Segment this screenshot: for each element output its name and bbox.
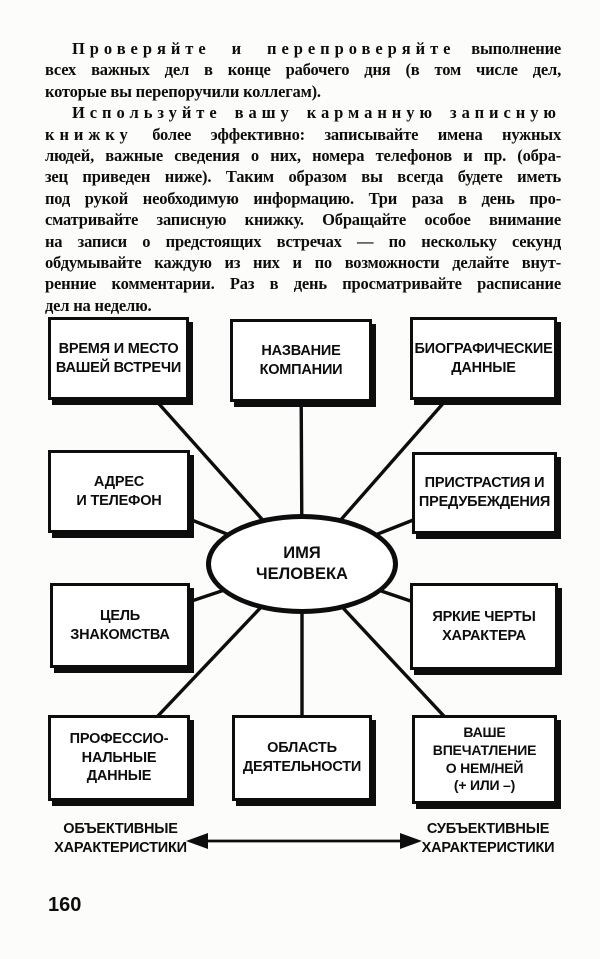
page-number: 160 — [48, 894, 82, 916]
text-segment: на записи о предстоящих встречах — по не… — [45, 231, 561, 251]
diagram-box-address-phone: АДРЕС И ТЕЛЕФОН — [48, 450, 190, 533]
text-line: Проверяйте и перепроверяйте выполнение — [45, 38, 561, 59]
text-segment: зец приведен ниже). Таким образом вы все… — [45, 167, 561, 187]
text-line: на записи о предстоящих встречах — по не… — [45, 231, 561, 252]
text-line: дел на неделю. — [45, 295, 561, 316]
diagram-box-company-name: НАЗВАНИЕ КОМПАНИИ — [230, 319, 372, 402]
emphasized-spaced-text: книжку — [45, 124, 133, 144]
text-segment: выполнение — [455, 39, 562, 58]
text-segment: которые вы перепоручили коллегам). — [45, 81, 321, 101]
text-segment: обдумывайте каждую из них и по возможнос… — [45, 253, 561, 273]
axis-arrow — [186, 833, 422, 849]
diagram-box-meeting-time-place: ВРЕМЯ И МЕСТО ВАШЕЙ ВСТРЕЧИ — [48, 317, 189, 400]
diagram-center-person-name: ИМЯ ЧЕЛОВЕКА — [206, 514, 398, 614]
diagram-box-biographical-data: БИОГРАФИЧЕСКИЕ ДАННЫЕ — [410, 317, 557, 400]
emphasized-spaced-text: Используйте вашу карманную записную — [72, 103, 561, 123]
text-line: сматривайте записную книжку. Обращайте о… — [45, 209, 561, 230]
text-segment: всех важных дел в конце рабочего дня (в … — [45, 60, 561, 80]
text-line: обдумывайте каждую из них и по возможнос… — [45, 252, 561, 273]
diagram-box-character-traits: ЯРКИЕ ЧЕРТЫ ХАРАКТЕРА — [410, 583, 558, 670]
diagram-box-activity-field: ОБЛАСТЬ ДЕЯТЕЛЬНОСТИ — [232, 715, 372, 801]
text-segment: под рукой необходимую информацию. Три ра… — [45, 188, 561, 208]
text-segment: сматривайте записную книжку. Обращайте о… — [45, 210, 561, 230]
text-line: людей, важные сведения о них, номера тел… — [45, 145, 561, 166]
axis-label-objective: ОБЪЕКТИВНЫЕ ХАРАКТЕРИСТИКИ — [54, 821, 187, 857]
text-segment: более эффективно: записывайте имена нужн… — [132, 124, 561, 144]
diagram-box-acquaintance-goal: ЦЕЛЬ ЗНАКОМСТВА — [50, 583, 190, 668]
diagram-box-professional-data: ПРОФЕССИО- НАЛЬНЫЕ ДАННЫЕ — [48, 715, 190, 801]
diagram-box-likes-prejudices: ПРИСТРАСТИЯ И ПРЕДУБЕЖДЕНИЯ — [412, 452, 557, 534]
text-line: под рукой необходимую информацию. Три ра… — [45, 188, 561, 209]
text-line: Используйте вашу карманную записную — [45, 102, 561, 123]
text-line: зец приведен ниже). Таким образом вы все… — [45, 166, 561, 187]
text-segment: ренние комментарии. Раз в день просматри… — [45, 274, 561, 294]
text-segment: людей, важные сведения о них, номера тел… — [45, 146, 561, 166]
diagram-box-your-impression: ВАШЕ ВПЕЧАТЛЕНИЕ О НЕМ/НЕЙ (+ ИЛИ –) — [412, 715, 557, 804]
emphasized-spaced-text: Проверяйте и перепроверяйте — [72, 39, 456, 58]
axis-label-subjective: СУБЪЕКТИВНЫЕ ХАРАКТЕРИСТИКИ — [421, 821, 555, 857]
text-line: которые вы перепоручили коллегам). — [45, 81, 561, 102]
text-line: книжку более эффективно: записывайте име… — [45, 124, 561, 145]
text-line: ренние комментарии. Раз в день просматри… — [45, 273, 561, 294]
text-segment: дел на неделю. — [45, 295, 152, 315]
text-line: всех важных дел в конце рабочего дня (в … — [45, 59, 561, 80]
